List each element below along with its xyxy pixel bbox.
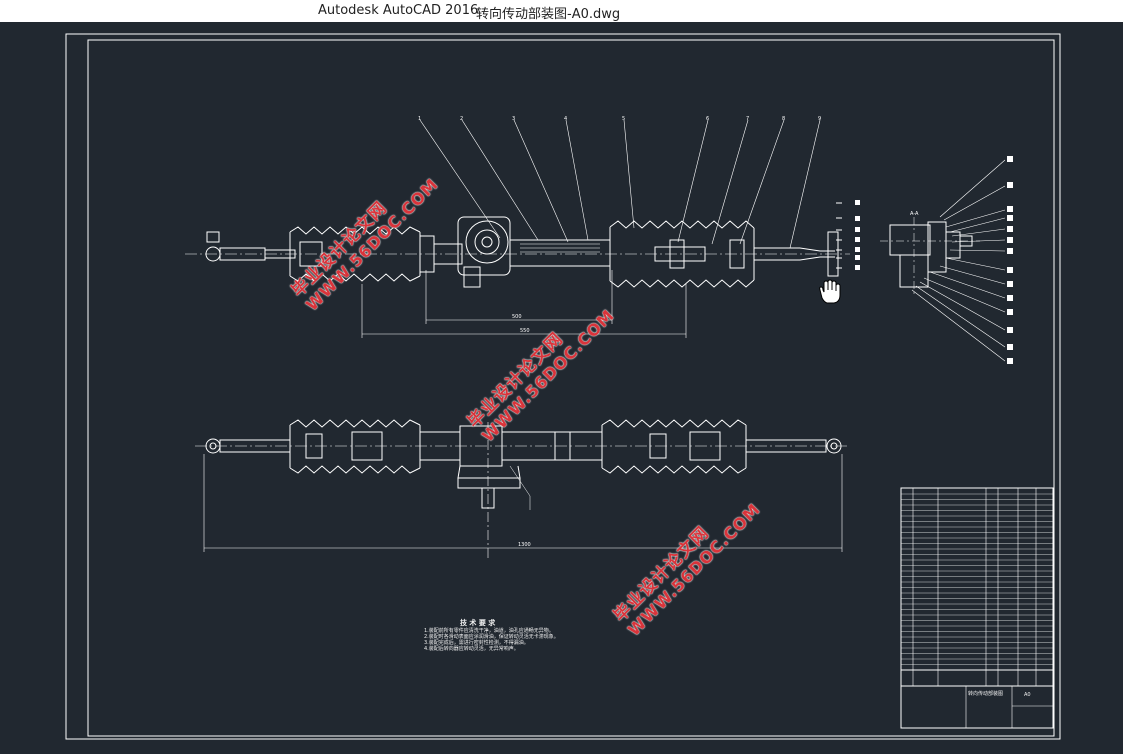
cad-drawing: 1 2 3 4 5 6 7 8 9 500 550 1300 A-A bbox=[65, 33, 1061, 740]
drawing-canvas[interactable]: 1 2 3 4 5 6 7 8 9 500 550 1300 A-A 转向传动部… bbox=[0, 22, 1123, 754]
dimension-label: 550 bbox=[520, 328, 530, 334]
inner-frame bbox=[87, 39, 1055, 737]
technical-requirements: 技 术 要 求 1.装配前所有零件应清洗干净，油道，油孔应通畅无异物。 2.装配… bbox=[424, 619, 559, 653]
balloon-label: 8 bbox=[782, 116, 785, 122]
balloon-label: 9 bbox=[818, 116, 821, 122]
balloon-label: 3 bbox=[512, 116, 515, 122]
title-bar: Autodesk AutoCAD 2016 转向传动部装图-A0.dwg bbox=[0, 0, 1123, 22]
requirement-line: 2.装配时各滑动表面应涂润滑油，保证转动灵活无卡滞现象。 bbox=[424, 634, 559, 640]
parts-list-rows bbox=[901, 493, 1053, 665]
dimension-label: 500 bbox=[512, 314, 522, 320]
balloon-label: 4 bbox=[564, 116, 567, 122]
document-title: 转向传动部装图-A0.dwg bbox=[476, 7, 621, 22]
section-label: A-A bbox=[910, 211, 919, 217]
requirements-title: 技 术 要 求 bbox=[460, 619, 496, 627]
requirement-line: 1.装配前所有零件应清洗干净，油道，油孔应通畅无异物。 bbox=[424, 628, 554, 634]
title-block-name: 转向传动部装图 bbox=[968, 691, 1004, 697]
balloon-label: 1 bbox=[418, 116, 421, 122]
outer-frame bbox=[65, 33, 1061, 740]
title-block-code: A0 bbox=[1024, 692, 1031, 698]
balloon-label: 5 bbox=[622, 116, 625, 122]
requirement-line: 4.装配后转向器应转动灵活，无异常响声。 bbox=[424, 646, 519, 652]
dimension-label: 1300 bbox=[518, 542, 531, 548]
balloon-label: 7 bbox=[746, 116, 749, 122]
requirement-line: 3.装配完成后，需进行密封性检测，不得漏油。 bbox=[424, 640, 529, 646]
app-name: Autodesk AutoCAD 2016 bbox=[318, 3, 479, 18]
part-balloons bbox=[855, 156, 1013, 364]
balloon-label: 6 bbox=[706, 116, 709, 122]
balloon-label: 2 bbox=[460, 116, 463, 122]
pan-hand-icon bbox=[819, 279, 841, 304]
